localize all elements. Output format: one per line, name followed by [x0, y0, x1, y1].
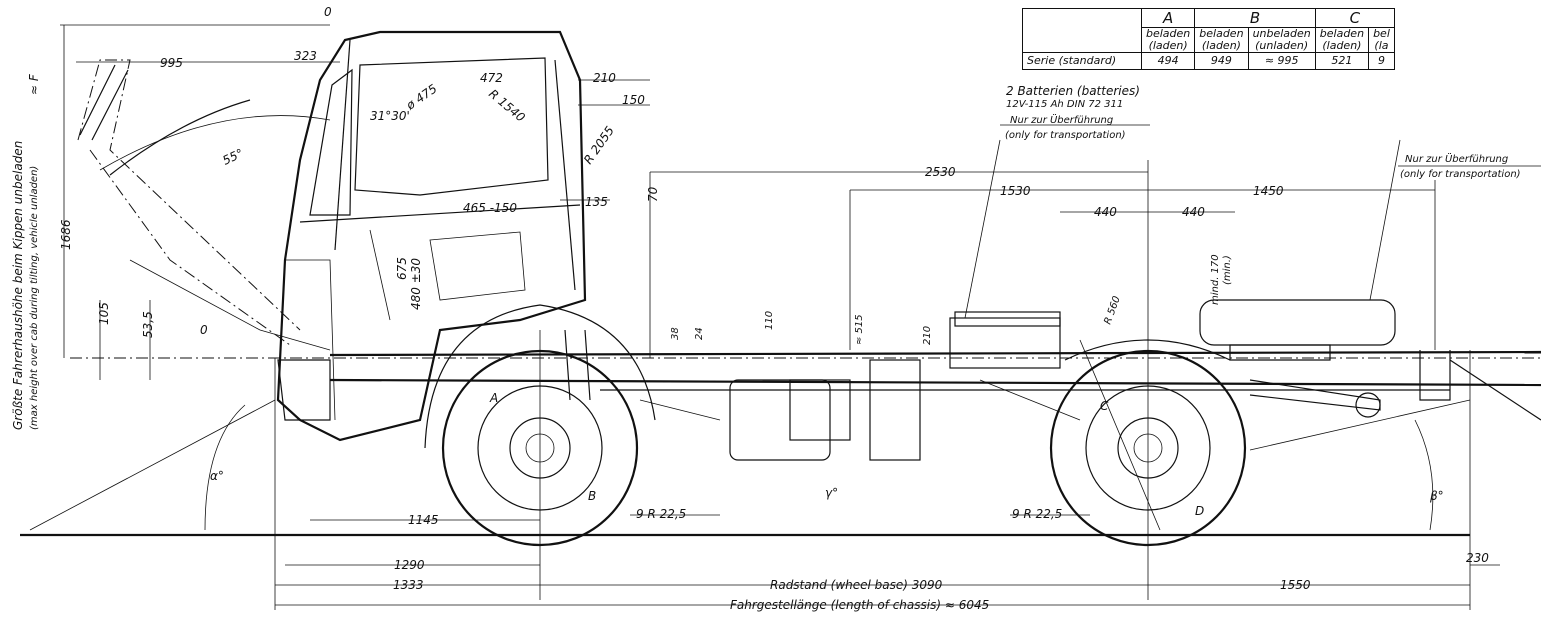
svg-text:55°: 55°: [220, 146, 245, 168]
group-header-b: B: [1194, 8, 1316, 28]
svg-text:995: 995: [160, 56, 183, 70]
tilted-cab-outline: [77, 59, 331, 351]
svg-text:(max height over cab during ti: (max height over cab during tilting, veh…: [29, 166, 40, 430]
spec-table: A B C beladen(laden) beladen(laden) unbe…: [1022, 8, 1395, 70]
svg-text:1145: 1145: [408, 513, 439, 527]
svg-text:Fahrgestellänge (length of cha: Fahrgestellänge (length of chassis) ≈ 60…: [730, 598, 989, 612]
svg-text:(only for transportation): (only for transportation): [1005, 130, 1126, 141]
dimension-lines: [29, 24, 1500, 610]
max-cab-height-label: Größte Fahrerhaushöhe beim Kippen unbela…: [11, 73, 41, 430]
svg-text:D: D: [1195, 504, 1204, 518]
svg-text:B: B: [588, 489, 596, 503]
batteries-note: 2 Batterien (batteries) 12V-115 Ah DIN 7…: [1000, 84, 1150, 141]
sub-header: beladen(laden): [1140, 27, 1196, 53]
table-cell: 9: [1368, 52, 1395, 70]
table-cell: 949: [1194, 52, 1249, 70]
dimension-labels: 0 995 323 472 210 150 ø 475 R 1540 R 205…: [59, 5, 1489, 612]
svg-text:β°: β°: [1429, 489, 1444, 503]
svg-text:135: 135: [585, 195, 608, 209]
svg-text:105: 105: [97, 302, 111, 325]
svg-text:440: 440: [1182, 205, 1205, 219]
svg-text:230: 230: [1466, 551, 1489, 565]
svg-text:mind. 170: mind. 170: [1210, 254, 1221, 305]
svg-text:γ°: γ°: [825, 486, 838, 500]
svg-text:1530: 1530: [1000, 184, 1031, 198]
svg-text:210: 210: [922, 326, 933, 345]
table-cell: 494: [1140, 52, 1196, 70]
sub-header: beladen(laden): [1314, 27, 1370, 53]
svg-text:≈ F: ≈ F: [27, 73, 41, 95]
sub-header: unbeladen(unladen): [1247, 27, 1316, 53]
svg-text:1686: 1686: [59, 219, 73, 250]
svg-text:1450: 1450: [1253, 184, 1284, 198]
svg-text:A: A: [489, 391, 498, 405]
svg-text:C: C: [1100, 399, 1109, 413]
svg-text:465 -150: 465 -150: [463, 201, 517, 215]
svg-text:323: 323: [294, 49, 317, 63]
svg-text:210: 210: [593, 71, 616, 85]
svg-text:472: 472: [480, 71, 503, 85]
svg-text:α°: α°: [210, 469, 224, 483]
svg-text:150: 150: [622, 93, 645, 107]
svg-text:110: 110: [764, 311, 775, 330]
svg-text:R 2055: R 2055: [581, 124, 617, 167]
svg-text:≈ 515: ≈ 515: [854, 314, 865, 345]
svg-text:0: 0: [200, 323, 208, 337]
svg-text:Nur zur Überführung: Nur zur Überführung: [1405, 152, 1508, 165]
chassis-frame: [329, 299, 1541, 461]
sub-header: bel(la: [1368, 27, 1395, 53]
svg-text:Nur zur Überführung: Nur zur Überführung: [1010, 113, 1113, 126]
svg-text:(min.): (min.): [1222, 255, 1233, 285]
svg-text:1290: 1290: [394, 558, 425, 572]
svg-text:70: 70: [646, 186, 660, 202]
sub-header: beladen(laden): [1194, 27, 1249, 53]
svg-text:31°30': 31°30': [370, 109, 410, 123]
svg-text:R 1540: R 1540: [486, 87, 528, 125]
transport-note-right: Nur zur Überführung (only for transporta…: [1398, 152, 1541, 180]
svg-text:53,5: 53,5: [141, 311, 155, 338]
svg-text:2530: 2530: [925, 165, 956, 179]
svg-text:Radstand (wheel base) 3090: Radstand (wheel base) 3090: [770, 578, 943, 592]
svg-text:2 Batterien (batteries): 2 Batterien (batteries): [1006, 84, 1140, 98]
row-label: Serie (standard): [1022, 52, 1142, 70]
svg-text:1333: 1333: [393, 578, 424, 592]
svg-text:440: 440: [1094, 205, 1117, 219]
group-header-c: C: [1314, 8, 1395, 28]
table-corner: [1022, 8, 1142, 53]
svg-text:R 560: R 560: [1102, 295, 1122, 326]
svg-text:0: 0: [324, 5, 332, 19]
svg-text:9 R 22,5: 9 R 22,5: [636, 507, 686, 521]
svg-text:480 ±30: 480 ±30: [409, 258, 423, 310]
svg-text:Größte Fahrerhaushöhe beim Kip: Größte Fahrerhaushöhe beim Kippen unbela…: [11, 141, 25, 430]
svg-text:12V-115 Ah DIN 72 311: 12V-115 Ah DIN 72 311: [1006, 99, 1123, 110]
svg-text:(only for transportation): (only for transportation): [1400, 169, 1521, 180]
table-cell: ≈ 995: [1247, 52, 1316, 70]
group-header-a: A: [1140, 8, 1196, 28]
table-cell: 521: [1314, 52, 1370, 70]
svg-text:1550: 1550: [1280, 578, 1311, 592]
svg-text:675: 675: [395, 257, 409, 280]
svg-text:38: 38: [670, 327, 681, 340]
svg-text:24: 24: [694, 327, 705, 340]
svg-text:9 R 22,5: 9 R 22,5: [1012, 507, 1062, 521]
